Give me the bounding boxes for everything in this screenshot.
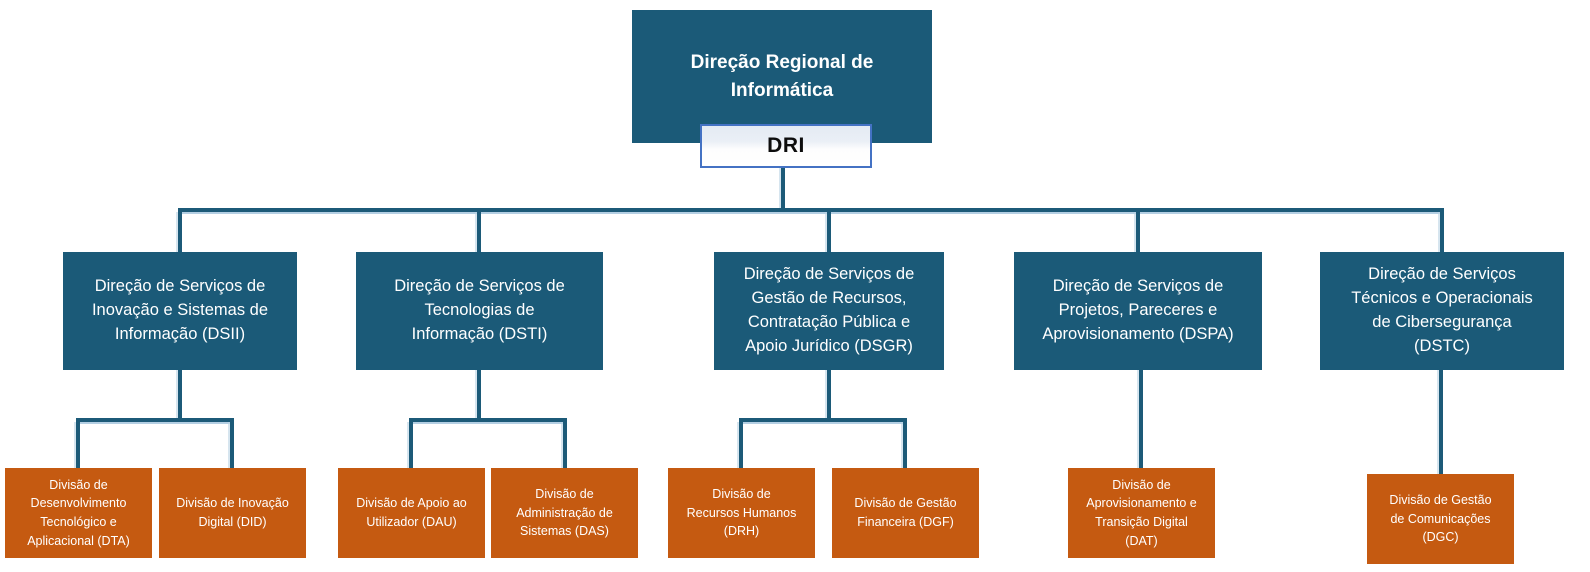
connector-dsii-stub xyxy=(178,370,182,418)
node-dsti-label: Direção de Serviços de Tecnologias de In… xyxy=(394,277,565,343)
node-drh[interactable]: Divisão de Recursos Humanos (DRH) xyxy=(668,468,815,558)
connector-dsgr-branch xyxy=(739,418,907,422)
node-dsii[interactable]: Direção de Serviços de Inovação e Sistem… xyxy=(63,252,297,370)
node-dgf-label: Divisão de Gestão Financeira (DGF) xyxy=(854,496,957,529)
connector-root-stub xyxy=(781,168,785,210)
connector-drop-dsgr xyxy=(827,212,831,252)
node-dgf[interactable]: Divisão de Gestão Financeira (DGF) xyxy=(832,468,979,558)
connector-dsgr-stub xyxy=(827,370,831,418)
connector-drop-dsii xyxy=(178,212,182,252)
connector-drop-dsti xyxy=(477,212,481,252)
node-dat-label: Divisão de Aprovisionamento e Transição … xyxy=(1086,477,1197,548)
connector-dsii-branch xyxy=(76,418,234,422)
connector-drop-das xyxy=(563,422,567,468)
node-dri-label: Direção Regional de Informática xyxy=(690,51,874,101)
connector-drop-dgc xyxy=(1439,370,1443,474)
connector-drop-drh xyxy=(739,422,743,468)
connector-dsti-stub xyxy=(477,370,481,418)
node-dri-abbr: DRI xyxy=(767,134,805,157)
node-dspa[interactable]: Direção de Serviços de Projetos, Parecer… xyxy=(1014,252,1262,370)
node-das-label: Divisão de Administração de Sistemas (DA… xyxy=(516,486,613,539)
node-dsgr[interactable]: Direção de Serviços de Gestão de Recurso… xyxy=(714,252,944,370)
node-dta-label: Divisão de Desenvolvimento Tecnológico e… xyxy=(27,477,130,548)
node-dspa-label: Direção de Serviços de Projetos, Parecer… xyxy=(1042,277,1234,343)
connector-dsti-branch xyxy=(409,418,567,422)
node-das[interactable]: Divisão de Administração de Sistemas (DA… xyxy=(491,468,638,558)
node-dri[interactable]: Direção Regional de Informática xyxy=(632,10,932,143)
node-dsgr-label: Direção de Serviços de Gestão de Recurso… xyxy=(743,265,915,355)
node-dsti[interactable]: Direção de Serviços de Tecnologias de In… xyxy=(356,252,603,370)
node-dau-label: Divisão de Apoio ao Utilizador (DAU) xyxy=(356,496,467,529)
connector-drop-dgf xyxy=(903,422,907,468)
node-dri-tag[interactable]: DRI xyxy=(700,124,872,168)
node-did-label: Divisão de Inovação Digital (DID) xyxy=(176,496,289,529)
node-dstc[interactable]: Direção de Serviços Técnicos e Operacion… xyxy=(1320,252,1564,370)
connector-root-trunk xyxy=(178,208,1444,212)
node-dgc[interactable]: Divisão de Gestão de Comunicações (DGC) xyxy=(1367,474,1514,564)
connector-drop-dau xyxy=(409,422,413,468)
node-did[interactable]: Divisão de Inovação Digital (DID) xyxy=(159,468,306,558)
connector-drop-did xyxy=(230,422,234,468)
node-dstc-label: Direção de Serviços Técnicos e Operacion… xyxy=(1351,265,1533,355)
node-drh-label: Divisão de Recursos Humanos (DRH) xyxy=(686,486,797,539)
connector-drop-dat xyxy=(1139,370,1143,468)
node-dta[interactable]: Divisão de Desenvolvimento Tecnológico e… xyxy=(5,468,152,558)
node-dsii-label: Direção de Serviços de Inovação e Sistem… xyxy=(91,277,269,343)
connector-drop-dspa xyxy=(1136,212,1140,252)
node-dau[interactable]: Divisão de Apoio ao Utilizador (DAU) xyxy=(338,468,485,558)
connector-drop-dstc xyxy=(1440,212,1444,252)
node-dgc-label: Divisão de Gestão de Comunicações (DGC) xyxy=(1389,492,1492,545)
connector-drop-dta xyxy=(76,422,80,468)
node-dat[interactable]: Divisão de Aprovisionamento e Transição … xyxy=(1068,468,1215,558)
